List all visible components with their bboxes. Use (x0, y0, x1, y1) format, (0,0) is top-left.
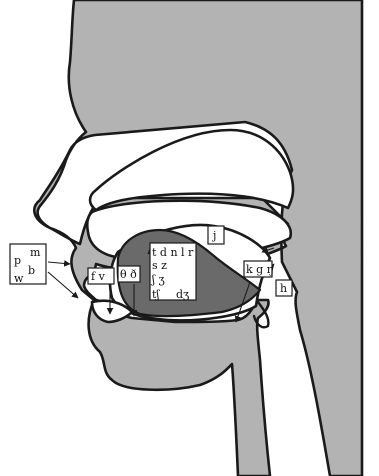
alveolar-label-line1: t d n l r (152, 246, 194, 259)
alveolar-label-line2: s z (152, 259, 167, 272)
postalveolar-label-affricate-1: tʃ (152, 288, 160, 301)
label-b: b (28, 264, 35, 277)
velar-label: k g ŋ (246, 263, 274, 276)
labiodental-label: f v (91, 270, 106, 283)
dental-label: θ ð (120, 268, 137, 281)
glottal-label: h (280, 282, 287, 295)
label-m: m (30, 246, 41, 259)
postalveolar-label-line1: ʃ ʒ (150, 273, 165, 286)
postalveolar-label-affricate-2: dʒ (176, 288, 189, 301)
label-w: w (14, 272, 24, 285)
label-p: p (14, 254, 21, 267)
arrow-bilabial-upper (48, 262, 70, 264)
